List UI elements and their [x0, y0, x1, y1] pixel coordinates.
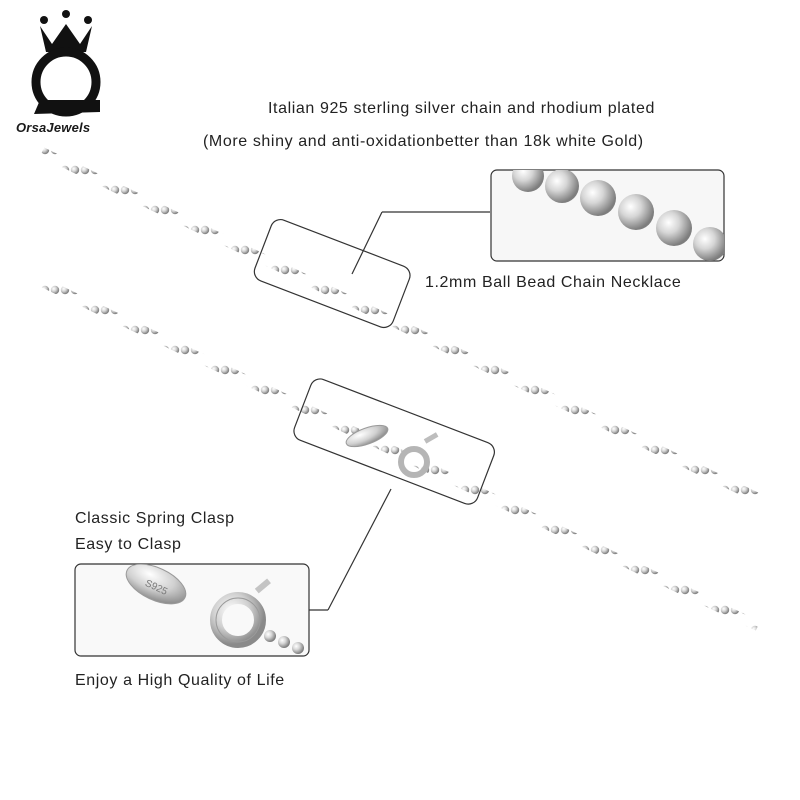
footer-tagline: Enjoy a High Quality of Life [75, 672, 285, 689]
necklace-chain-illustration [39, 147, 761, 631]
brand-logo-icon [31, 10, 101, 117]
detail-box-spring-clasp: S925 [74, 563, 310, 657]
heading-line-2: (More shiny and anti-oxidationbetter tha… [203, 133, 644, 150]
clasp-callout-label-2: Easy to Clasp [75, 536, 182, 553]
chain-callout-label: 1.2mm Ball Bead Chain Necklace [425, 274, 682, 291]
heading-line-1: Italian 925 sterling silver chain and rh… [268, 100, 655, 117]
brand-name: OrsaJewels [16, 120, 91, 135]
detail-box-bead-chain [490, 169, 725, 262]
callout-frame-chain [253, 211, 490, 329]
clasp-callout-label-1: Classic Spring Clasp [75, 510, 235, 527]
callout-frame-clasp [293, 378, 495, 611]
